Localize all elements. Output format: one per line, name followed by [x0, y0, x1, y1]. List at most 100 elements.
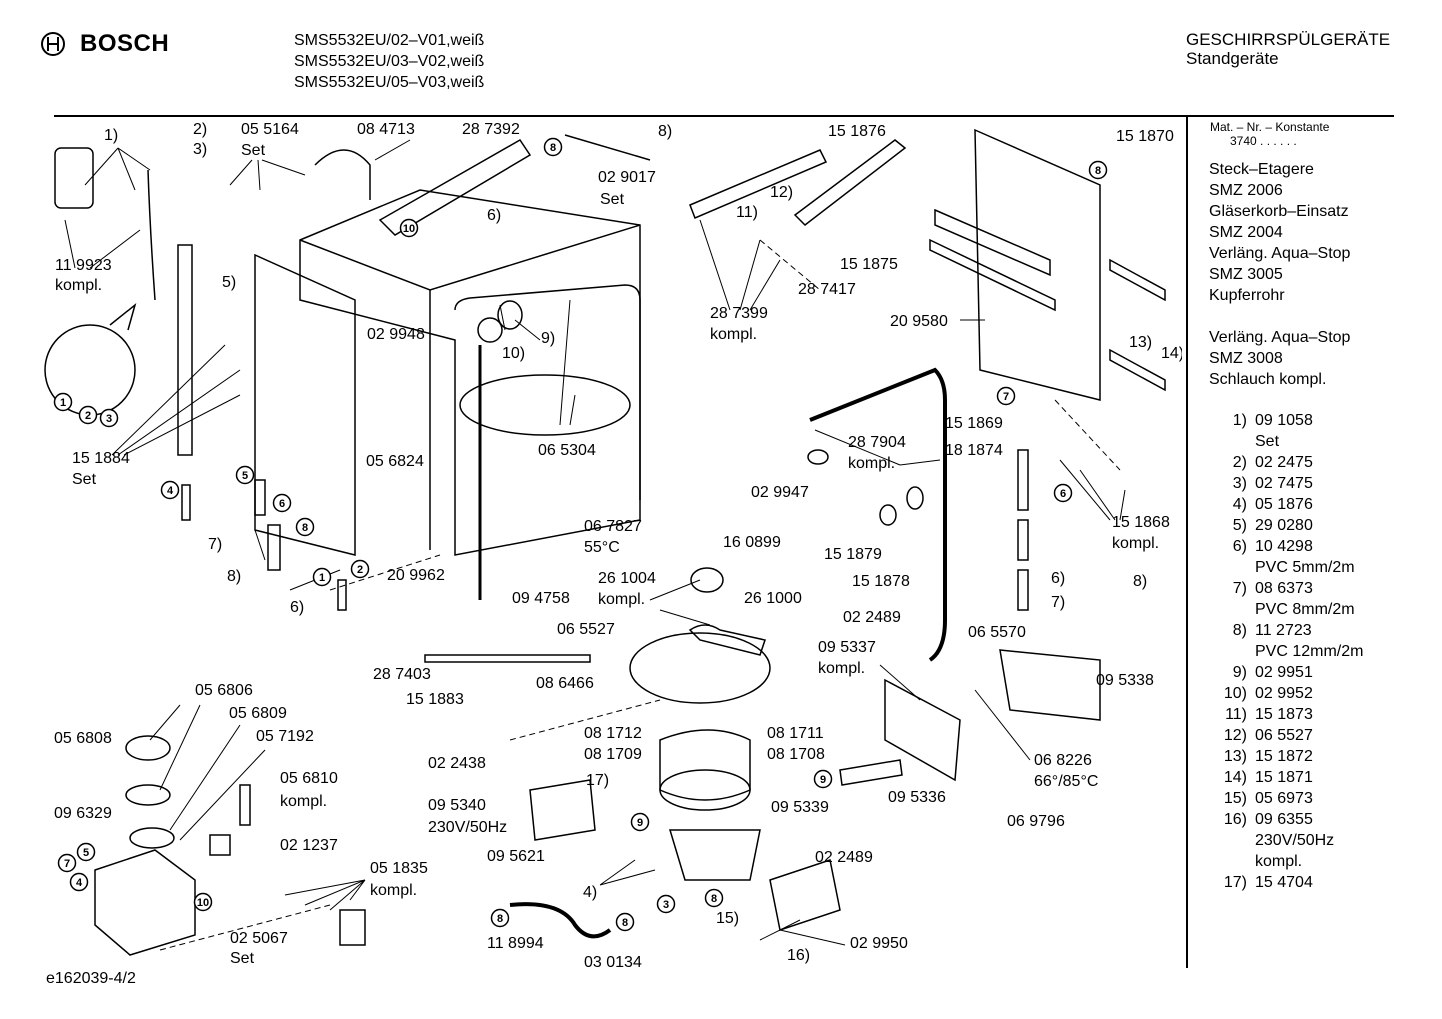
- part-code: 10 4298: [1255, 538, 1313, 555]
- pipe-6: [1017, 519, 1029, 561]
- callout-label: 15 1869: [945, 415, 1003, 432]
- callout-label: 12): [770, 184, 793, 201]
- upper-spray-pipe: [378, 139, 532, 236]
- callout-label: 09 5338: [1096, 672, 1154, 689]
- svg-text:1: 1: [319, 572, 325, 584]
- callout-label: 09 5621: [487, 848, 545, 865]
- drain-hose: [509, 902, 612, 939]
- leader-lines: [64, 139, 1126, 946]
- part-row: 17)15 4704: [1215, 872, 1363, 893]
- dashed-guide: [759, 239, 821, 291]
- callout-label: 02 5067: [230, 930, 288, 947]
- callout-label: 17): [586, 772, 609, 789]
- circled-callout: 8: [615, 912, 635, 932]
- callout-label: 55°C: [584, 539, 620, 556]
- callout-label: 6): [487, 207, 501, 224]
- part-row: 8)11 2723: [1215, 620, 1363, 641]
- callout-label: 02 9948: [367, 326, 425, 343]
- accessory-item: Gläserkorb–Einsatz: [1209, 203, 1349, 220]
- part-row: 6)10 4298: [1215, 536, 1363, 557]
- brand-name: BOSCH: [80, 30, 170, 57]
- circled-callout: 2: [350, 559, 370, 579]
- model-line: SMS5532EU/03–V02,weiß: [294, 53, 485, 70]
- accessory-item: SMZ 3005: [1209, 266, 1283, 283]
- accessory-item: [1209, 306, 1350, 327]
- washer-02-9947: [807, 449, 829, 465]
- callout-label: 5): [222, 274, 236, 291]
- callout-label: 8): [1133, 573, 1147, 590]
- guide-rail-1: [934, 208, 1051, 277]
- circled-callout: 9: [813, 769, 833, 789]
- part-code: 02 9952: [1255, 685, 1313, 702]
- category: GESCHIRRSPÜLGERÄTE Standgeräte: [1186, 30, 1390, 68]
- callout-label: 15 1878: [852, 573, 910, 590]
- callout-label: 15 1884: [72, 450, 130, 467]
- header-divider: [54, 115, 1394, 117]
- callout-label: 06 7827: [584, 518, 642, 535]
- konstante-value: 3740 . . . . . .: [1230, 134, 1297, 148]
- leader-line: [974, 689, 1031, 761]
- part-number: 7): [1232, 580, 1247, 597]
- circled-callout: 1: [53, 392, 73, 412]
- svg-text:5: 5: [83, 847, 89, 859]
- lower-spray-arm: [424, 654, 591, 663]
- pipe-7-left: [254, 479, 266, 516]
- accessory-item: Kupferrohr: [1209, 287, 1285, 304]
- callout-label: 11): [736, 204, 758, 221]
- heater-housing: [884, 678, 961, 782]
- dashed-guide: [1054, 399, 1121, 471]
- callout-label: 15): [716, 910, 739, 927]
- callout-label: 3): [193, 141, 207, 158]
- callout-label: 09 5336: [888, 789, 946, 806]
- pipe-7-top: [1017, 449, 1029, 511]
- circled-callout: 9: [630, 812, 650, 832]
- svg-text:10: 10: [197, 897, 209, 909]
- svg-text:1: 1: [60, 397, 66, 409]
- callout-label: 02 1237: [280, 837, 338, 854]
- filter-plate: [629, 632, 771, 704]
- part-code: 02 7475: [1255, 475, 1313, 492]
- callout-label: 26 1004: [598, 570, 656, 587]
- part-number: 12): [1223, 727, 1247, 744]
- part-row: 14)15 1871: [1215, 767, 1363, 788]
- callout-label: 28 7904: [848, 434, 906, 451]
- circled-callout: 8: [543, 137, 563, 157]
- callout-label: 06 5570: [968, 624, 1026, 641]
- konstante-label: Mat. – Nr. – Konstante: [1210, 120, 1330, 134]
- callout-label: 14): [1161, 345, 1182, 362]
- callout-label: 16): [787, 947, 810, 964]
- leader-line: [814, 429, 941, 466]
- dashed-guide: [509, 699, 661, 741]
- svg-text:7: 7: [1003, 391, 1009, 403]
- filter-strainer: [688, 624, 766, 656]
- callout-label: 16 0899: [723, 534, 781, 551]
- svg-text:8: 8: [711, 893, 717, 905]
- part-code: 08 6373: [1255, 580, 1313, 597]
- circled-callout: 3: [99, 408, 119, 428]
- callout-label: 02 9947: [751, 484, 809, 501]
- leader-line: [599, 859, 656, 886]
- svg-text:2: 2: [357, 564, 363, 576]
- circled-callout: 5: [235, 465, 255, 485]
- callout-label: 09 5339: [771, 799, 829, 816]
- part-code: 02 9951: [1255, 664, 1313, 681]
- callout-label: 05 6808: [54, 730, 112, 747]
- accessory-item: SMZ 2006: [1209, 182, 1283, 199]
- callout-label: 15 1883: [406, 691, 464, 708]
- callout-label: 15 1876: [828, 123, 886, 140]
- callout-label: 08 4713: [357, 121, 415, 138]
- callout-label: 08 1711: [767, 725, 824, 742]
- part-code: 05 1876: [1255, 496, 1313, 513]
- filter-cup: [690, 567, 724, 593]
- circled-callout: 7: [996, 386, 1016, 406]
- circled-callout: 7: [57, 853, 77, 873]
- accessory-item: Schlauch kompl.: [1209, 371, 1327, 388]
- part-row: 5)29 0280: [1215, 515, 1363, 536]
- bosch-armature-icon: [41, 32, 65, 56]
- callout-label: 08 6466: [536, 675, 594, 692]
- softener-lid: [125, 735, 171, 761]
- svg-text:4: 4: [167, 485, 174, 497]
- seal-15-1879: [879, 504, 897, 526]
- leader-line: [229, 159, 306, 191]
- callout-label: 15 1868: [1112, 514, 1170, 531]
